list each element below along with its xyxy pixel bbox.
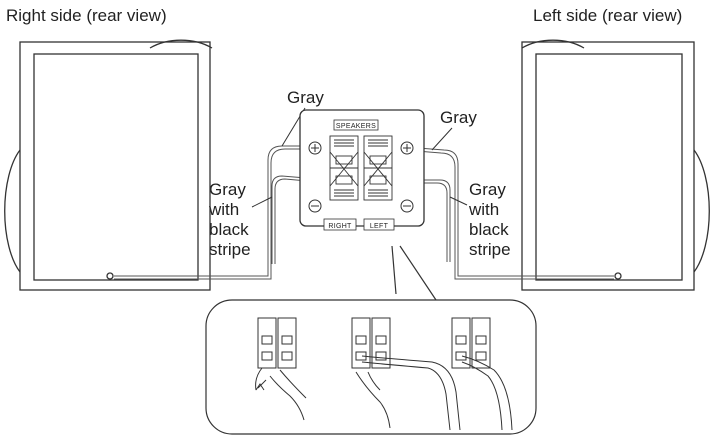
gray-stripe-label-right: Gray with black stripe <box>469 180 511 259</box>
terminal-step-illustrations <box>255 317 513 431</box>
left-speaker <box>521 39 710 291</box>
right-side-title: Right side (rear view) <box>6 6 167 25</box>
left-side-title: Left side (rear view) <box>533 6 683 25</box>
speaker-wires <box>114 145 614 280</box>
gray-label-left: Gray <box>287 88 324 107</box>
speaker-terminal-panel <box>299 109 425 231</box>
gray-label-right: Gray <box>440 108 477 127</box>
right-speaker <box>4 39 213 291</box>
speakers-panel-title: SPEAKERS <box>336 123 376 130</box>
left-terminal-label: LEFT <box>370 223 389 230</box>
right-terminal-label: RIGHT <box>328 223 352 230</box>
gray-stripe-label-left: Gray with black stripe <box>209 180 251 259</box>
